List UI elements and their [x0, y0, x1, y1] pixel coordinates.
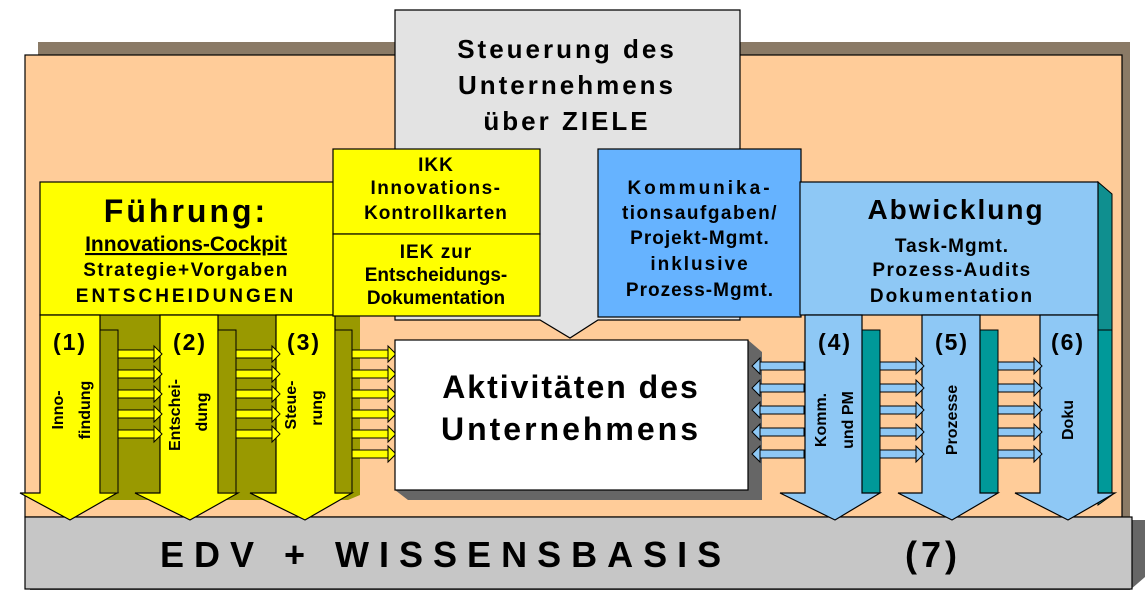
base-label: EDV + WISSENSBASIS [160, 534, 731, 575]
top-line1: Steuerung des [457, 34, 677, 64]
iek-line2: Entscheidungs- [365, 265, 508, 286]
abwicklung-line3: Dokumentation [870, 286, 1034, 307]
komm-line1: Kommunika- [627, 178, 772, 199]
col2-label2: dung [194, 392, 211, 431]
col4-label1: Komm. [813, 393, 830, 447]
abwicklung-block: Abwicklung Task-Mgmt. Prozess-Audits Dok… [779, 180, 1118, 521]
ikk-line3: Kontrollkarten [364, 203, 508, 224]
komm-line2: tionsaufgaben/ [622, 203, 778, 224]
abwicklung-line2: Prozess-Audits [872, 260, 1031, 281]
top-line2: Unternehmens [458, 70, 676, 100]
abwicklung-line1: Task-Mgmt. [895, 236, 1009, 257]
col4-number: (4) [818, 329, 852, 355]
center-activity-box: Aktivitäten des Unternehmens [394, 339, 805, 500]
col1-label1: Inno- [50, 390, 67, 429]
komm-line5: Prozess-Mgmt. [626, 280, 774, 301]
ikk-line1: IKK [418, 155, 454, 176]
col3-label2: rung [309, 390, 326, 426]
iek-line3: Dokumentation [367, 288, 505, 309]
abwicklung-title: Abwicklung [867, 194, 1044, 225]
col5-number: (5) [935, 329, 969, 355]
komm-line4: inklusive [650, 254, 749, 275]
fuehrung-title: Führung: [104, 193, 268, 229]
fuehrung-line2: ENTSCHEIDUNGEN [76, 286, 296, 307]
center-line1: Aktivitäten des [442, 369, 700, 405]
col6-label1: Doku [1060, 400, 1077, 440]
ikk-iek-box: IKK Innovations- Kontrollkarten IEK zur … [332, 148, 541, 317]
col1-label2: findung [77, 381, 94, 440]
col1-number: (1) [53, 329, 87, 355]
fuehrung-subtitle: Innovations-Cockpit [85, 233, 287, 256]
fuehrung-block: Führung: Innovations-Cockpit Strategie+V… [19, 181, 397, 521]
iek-line1: IEK zur [400, 242, 472, 263]
base-bar: EDV + WISSENSBASIS (7) [24, 516, 1145, 590]
top-goal-box: Steuerung des Unternehmens über ZIELE [394, 9, 741, 339]
col3-label1: Steue- [283, 381, 300, 430]
col6-number: (6) [1051, 329, 1085, 355]
col4-label2: und PM [840, 391, 857, 449]
col5-label1: Prozesse [944, 385, 961, 455]
komm-line3: Projekt-Mgmt. [630, 228, 770, 249]
col2-number: (2) [173, 329, 207, 355]
top-line3: über ZIELE [483, 106, 650, 136]
ikk-line2: Innovations- [371, 178, 502, 199]
col3-number: (3) [287, 329, 321, 355]
fuehrung-line1: Strategie+Vorgaben [83, 260, 289, 281]
base-number: (7) [905, 534, 961, 575]
col2-label1: Entschei- [167, 379, 184, 451]
center-line2: Unternehmens [441, 411, 701, 447]
kommunikation-box: Kommunika- tionsaufgaben/ Projekt-Mgmt. … [597, 148, 802, 318]
